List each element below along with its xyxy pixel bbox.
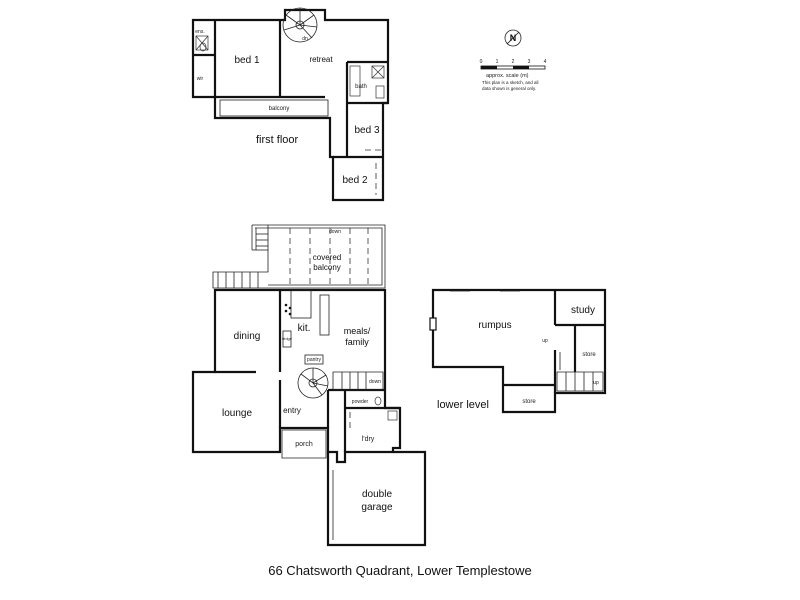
dining-label: dining (234, 331, 261, 342)
kit-label: kit. (298, 323, 311, 334)
garage-label-1: double (362, 489, 392, 500)
scale-tick-0: 0 (480, 59, 483, 65)
kitchen-bench (290, 289, 312, 319)
scale-tick-2: 2 (512, 59, 515, 65)
powder-toilet (374, 396, 382, 406)
ensuite-toilet (199, 42, 207, 52)
ground-stair-label: down (369, 379, 381, 385)
porch-label: porch (295, 441, 313, 448)
retreat-label: retreat (309, 55, 333, 64)
property-address-caption: 66 Chatsworth Quadrant, Lower Templestow… (268, 563, 532, 578)
first-floor-outline (191, 8, 390, 202)
bath-vanity (375, 85, 385, 99)
laundry-trough (387, 410, 398, 421)
pantry-label: pantry (307, 357, 321, 363)
laundry-label: l'dry (362, 436, 375, 443)
fridge-label: fridge (282, 336, 293, 341)
wir-label: wir (197, 76, 204, 82)
scale-note-1: This plan is a sketch, and all (482, 80, 539, 85)
study-label: study (571, 305, 595, 316)
meals-family-label-2: family (345, 337, 369, 347)
bed3-label: bed 3 (354, 125, 379, 136)
covered-balcony-label-2: balcony (313, 263, 341, 272)
lounge-label: lounge (222, 408, 252, 419)
lower-level-heading: lower level (437, 399, 489, 411)
garage-outline (326, 450, 427, 547)
porch-area (281, 429, 327, 459)
powder-label: powder (352, 399, 369, 405)
covered-balcony-label-1: covered (313, 253, 341, 262)
first-floor-stair-label: dn (302, 36, 308, 42)
scale-tick-3: 3 (528, 59, 531, 65)
garage-label-2: garage (361, 502, 393, 513)
meals-family-label-1: meals/ (344, 326, 371, 336)
scale-bar: 0 1 2 3 4 approx. scale (m) This plan is… (480, 59, 547, 91)
store-label-2: store (522, 399, 536, 405)
compass-rose: N (504, 29, 522, 47)
scale-label: approx. scale (m) (486, 73, 529, 79)
fireplace (429, 317, 437, 331)
scale-tick-1: 1 (496, 59, 499, 65)
kitchen-island (319, 294, 330, 336)
lower-stair-label: up (593, 380, 599, 386)
scale-tick-4: 4 (544, 59, 547, 65)
pantry-cupboard (304, 354, 324, 365)
balcony-label: balcony (269, 106, 290, 112)
store-label-1: store (582, 352, 596, 358)
rumpus-label: rumpus (478, 320, 511, 331)
ensuite-shower (195, 35, 209, 51)
bath-shower (371, 65, 385, 79)
balcony-rail (219, 99, 329, 117)
first-floor-heading: first floor (256, 134, 299, 146)
scale-note-2: data shown is general only. (482, 86, 536, 91)
lower-level-plan: up up rumpus study store store lower lev… (429, 288, 607, 414)
bath-label: bath (355, 84, 367, 90)
first-floor-plan: ens. wir bed 1 retreat bath balcony bed … (191, 7, 390, 202)
ground-floor-plan: down covered balcony down (191, 224, 427, 547)
balcony-stair-label: down (329, 229, 341, 235)
compass-north-letter: N (510, 33, 517, 43)
covered-balcony: down covered balcony (212, 224, 386, 289)
entry-label: entry (283, 406, 301, 415)
bed2-label: bed 2 (342, 175, 367, 186)
lower-stair-label-2: up (542, 338, 548, 344)
bed1-label: bed 1 (234, 55, 259, 66)
fridge-space (282, 330, 292, 348)
ens-label: ens. (195, 29, 204, 35)
bath-tub (349, 65, 361, 97)
